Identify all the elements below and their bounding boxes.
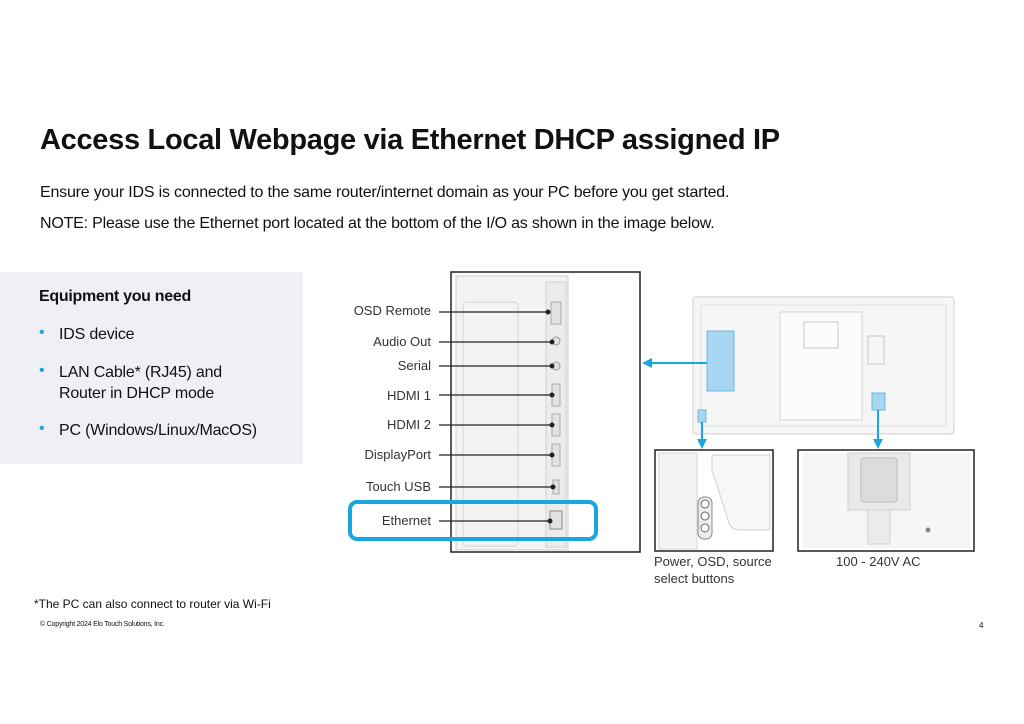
caption-buttons-line2: select buttons <box>654 571 735 586</box>
screw-icon <box>925 527 931 533</box>
arrow-heads <box>642 358 883 449</box>
port-label-osd-remote: OSD Remote <box>354 303 431 318</box>
port-label-hdmi2: HDMI 2 <box>387 417 431 432</box>
port-label-touch-usb: Touch USB <box>366 479 431 494</box>
equipment-item-lan-cable: LAN Cable* (RJ45) and Router in DHCP mod… <box>59 362 222 404</box>
device-cover-plate <box>462 301 519 547</box>
device-back-mount <box>779 311 863 421</box>
power-button-icon <box>700 499 710 509</box>
caption-buttons-line1: Power, OSD, source <box>654 554 772 569</box>
copyright: © Copyright 2024 Elo Touch Solutions, In… <box>40 621 165 628</box>
bullet-icon: • <box>39 362 45 379</box>
device-back-slot <box>867 335 885 365</box>
page-number: 4 <box>979 621 984 630</box>
footnote: *The PC can also connect to router via W… <box>34 597 271 611</box>
power-cable <box>867 509 891 545</box>
port-label-serial: Serial <box>398 358 431 373</box>
ethernet-highlight-box <box>348 500 598 541</box>
osd-remote-port <box>550 301 562 325</box>
equipment-item-line: Router in DHCP mode <box>59 385 215 402</box>
device-back-bezel <box>700 304 947 427</box>
power-inlet <box>860 457 898 503</box>
port-leader-lines <box>439 311 553 522</box>
button-detail-panel <box>658 452 698 550</box>
callout-arrows <box>650 362 879 441</box>
port-label-audio-out: Audio Out <box>373 334 431 349</box>
bullet-icon: • <box>39 324 45 341</box>
caption-power: 100 - 240V AC <box>836 554 921 569</box>
note-text: NOTE: Please use the Ethernet port locat… <box>40 215 715 232</box>
port-leader-dots <box>545 309 556 524</box>
equipment-item-line: IDS device <box>59 326 135 343</box>
device-back-bracket <box>803 321 839 349</box>
port-label-ethernet: Ethernet <box>382 513 432 528</box>
port-label-displayport: DisplayPort <box>365 447 432 462</box>
equipment-item-pc: PC (Windows/Linux/MacOS) <box>59 420 257 441</box>
source-button-icon <box>700 523 710 533</box>
intro-text: Ensure your IDS is connected to the same… <box>40 184 730 201</box>
equipment-item-ids-device: IDS device <box>59 324 135 345</box>
port-label-hdmi1: HDMI 1 <box>387 388 431 403</box>
osd-button-icon <box>700 511 710 521</box>
power-area-highlight <box>871 392 886 411</box>
io-area-highlight <box>706 330 735 392</box>
bullet-icon: • <box>39 420 45 437</box>
equipment-heading: Equipment you need <box>39 288 191 305</box>
button-area-highlight <box>697 409 707 423</box>
equipment-item-line: LAN Cable* (RJ45) and <box>59 364 222 381</box>
page-title: Access Local Webpage via Ethernet DHCP a… <box>40 124 780 156</box>
button-detail-bracket <box>711 454 771 531</box>
equipment-item-line: PC (Windows/Linux/MacOS) <box>59 422 257 439</box>
equipment-panel <box>0 272 303 464</box>
